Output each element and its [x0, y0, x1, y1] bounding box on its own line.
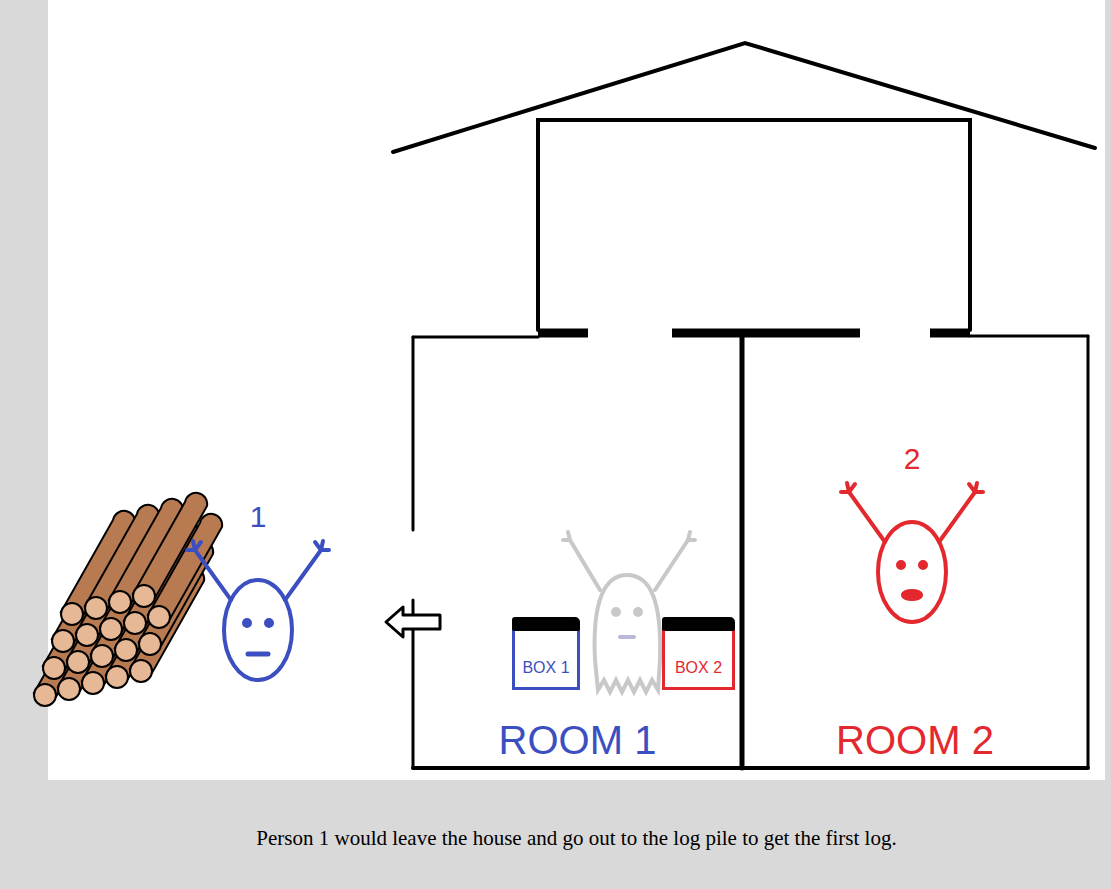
person-figure: [837, 470, 987, 630]
person-figure: 1: [183, 528, 333, 688]
box-lid: [662, 617, 735, 631]
figure-caption: Person 1 would leave the house and go ou…: [48, 826, 1105, 851]
box-lid: [512, 617, 580, 631]
person-figure: 2: [837, 470, 987, 630]
storage-box: BOX 1: [512, 622, 580, 690]
storage-box: BOX 2: [662, 622, 735, 690]
room-region: ROOM 1 BOX 1 BOX 2: [413, 337, 742, 768]
callout-number: 1: [250, 500, 267, 533]
person-figure: [183, 528, 333, 688]
room-region: ROOM 2 2: [742, 337, 1088, 768]
callout-number: 2: [904, 442, 921, 475]
house-walls: [393, 43, 1095, 768]
box-label: BOX 1: [522, 659, 569, 677]
box-label: BOX 2: [675, 659, 722, 677]
log-pile: [34, 493, 222, 706]
room-label: ROOM 1: [499, 718, 657, 762]
exit-arrow: [386, 607, 440, 637]
picture-ground: [48, 0, 1105, 780]
room-label: ROOM 2: [836, 718, 994, 762]
